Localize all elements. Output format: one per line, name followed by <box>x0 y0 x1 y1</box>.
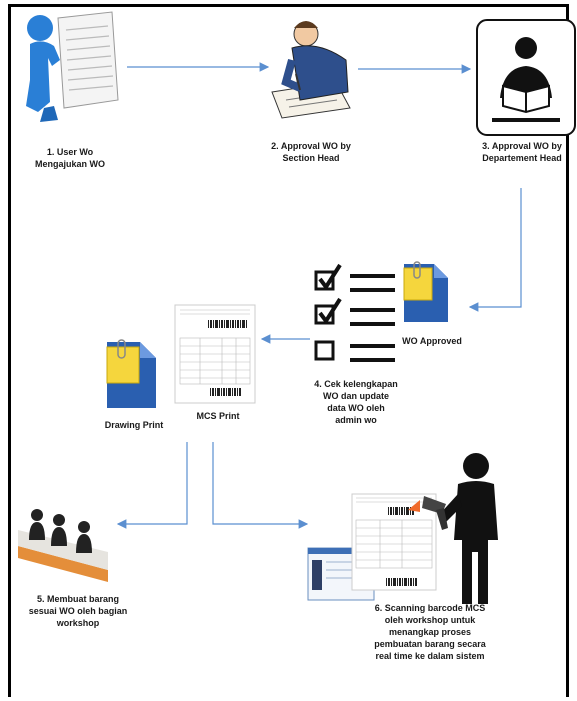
reader-icon <box>476 19 576 136</box>
wo-approved-label: WO Approved <box>402 336 462 346</box>
step3-label: 3. Approval WO by Departement Head <box>482 141 562 163</box>
workers-icon <box>18 509 108 582</box>
step1-label: 1. User Wo Mengajukan WO <box>34 147 105 169</box>
step6-label: 6. Scanning barcode MCS oleh workshop un… <box>374 603 486 661</box>
folder-note-icon <box>106 339 156 408</box>
arrow-3-to-approved <box>468 188 522 312</box>
folder-note-icon <box>403 261 448 322</box>
mcs-document-icon <box>174 304 256 404</box>
user-with-document-icon <box>26 11 119 122</box>
mcs-document-icon <box>351 493 437 591</box>
flow-arrows <box>116 62 522 529</box>
step4-label: 4. Cek kelengkapan WO dan update data WO… <box>314 379 398 425</box>
arrow-to-step5 <box>116 442 188 529</box>
diagram-frame <box>8 4 569 697</box>
step2-label: 2. Approval WO by Section Head <box>271 141 351 163</box>
mcs-print-label: MCS Print <box>196 411 240 421</box>
barcode-scanner-person-icon <box>408 453 498 604</box>
step5-label: 5. Membuat barang sesuai WO oleh bagian … <box>28 594 128 628</box>
person-writing-icon <box>271 21 351 119</box>
arrow-to-step6 <box>212 442 309 529</box>
checklist-icon <box>314 263 395 362</box>
drawing-print-label: Drawing Print <box>104 420 164 430</box>
